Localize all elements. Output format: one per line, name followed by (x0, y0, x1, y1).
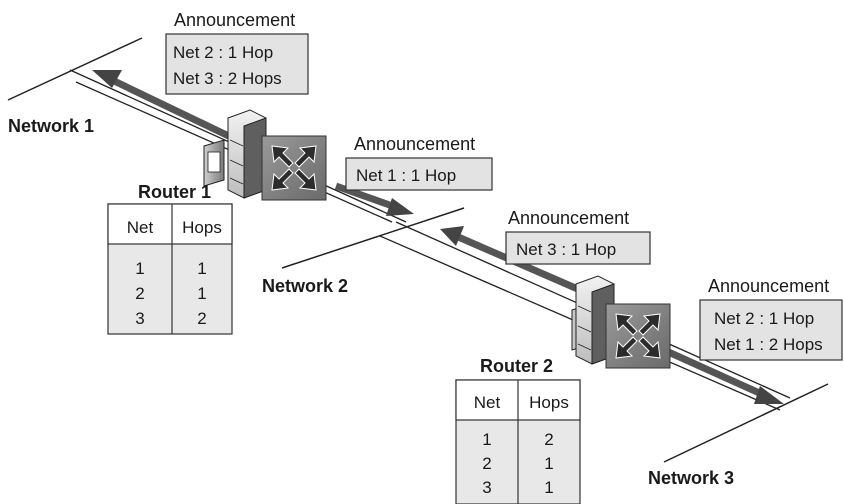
announcement-1-line-2: Net 3 : 2 Hops (173, 69, 282, 88)
router-2-icon (571, 275, 671, 369)
announcement-1-title: Announcement (174, 10, 295, 30)
network-2-segment (281, 207, 465, 269)
router-2-table: Router 2 Net Hops 1 2 2 1 3 1 (455, 356, 581, 504)
router-2-row-2-hops: 1 (544, 454, 553, 473)
router-1-row-3-hops: 2 (197, 309, 206, 328)
network-1-segment (7, 37, 143, 101)
announcement-2-title: Announcement (354, 134, 475, 154)
router-2-row-1-net: 1 (482, 430, 491, 449)
announcement-2: Announcement Net 1 : 1 Hop (345, 134, 493, 191)
router-2-col-hops: Hops (529, 393, 569, 412)
router-2-row-3-net: 3 (482, 478, 491, 497)
network-1-label: Network 1 (8, 116, 94, 136)
router-1-row-2-hops: 1 (197, 284, 206, 303)
router-1-row-3-net: 3 (135, 309, 144, 328)
router-1-row-1-net: 1 (135, 259, 144, 278)
network-3-label: Network 3 (648, 468, 734, 488)
network-2-label: Network 2 (262, 276, 348, 296)
announcement-4-line-2: Net 1 : 2 Hops (714, 335, 823, 354)
announcement-3: Announcement Net 3 : 1 Hop (505, 208, 651, 265)
router-1-row-1-hops: 1 (197, 259, 206, 278)
router-2-row-1-hops: 2 (544, 430, 553, 449)
router-2-row-2-net: 2 (482, 454, 491, 473)
announcement-1: Announcement Net 2 : 1 Hop Net 3 : 2 Hop… (165, 10, 309, 95)
announcement-1-line-1: Net 2 : 1 Hop (173, 43, 273, 62)
router-1-icon (203, 109, 327, 201)
router-2-row-3-hops: 1 (544, 478, 553, 497)
router-1-table: Router 1 Net Hops 1 1 2 1 3 2 (107, 182, 233, 335)
announcement-4-title: Announcement (708, 276, 829, 296)
announcement-4: Announcement Net 2 : 1 Hop Net 1 : 2 Hop… (699, 276, 843, 361)
router-1-col-hops: Hops (182, 218, 222, 237)
router-2-title: Router 2 (480, 356, 553, 376)
arrow-router2-to-network3 (662, 346, 784, 404)
network-3-segment (663, 383, 829, 463)
announcement-3-line-1: Net 3 : 1 Hop (516, 240, 616, 259)
announcement-3-title: Announcement (508, 208, 629, 228)
router-1-col-net: Net (127, 218, 154, 237)
announcement-4-line-1: Net 2 : 1 Hop (714, 309, 814, 328)
router-1-title: Router 1 (138, 182, 211, 202)
router-1-row-2-net: 2 (135, 284, 144, 303)
router-2-col-net: Net (474, 393, 501, 412)
announcement-2-line-1: Net 1 : 1 Hop (356, 166, 456, 185)
